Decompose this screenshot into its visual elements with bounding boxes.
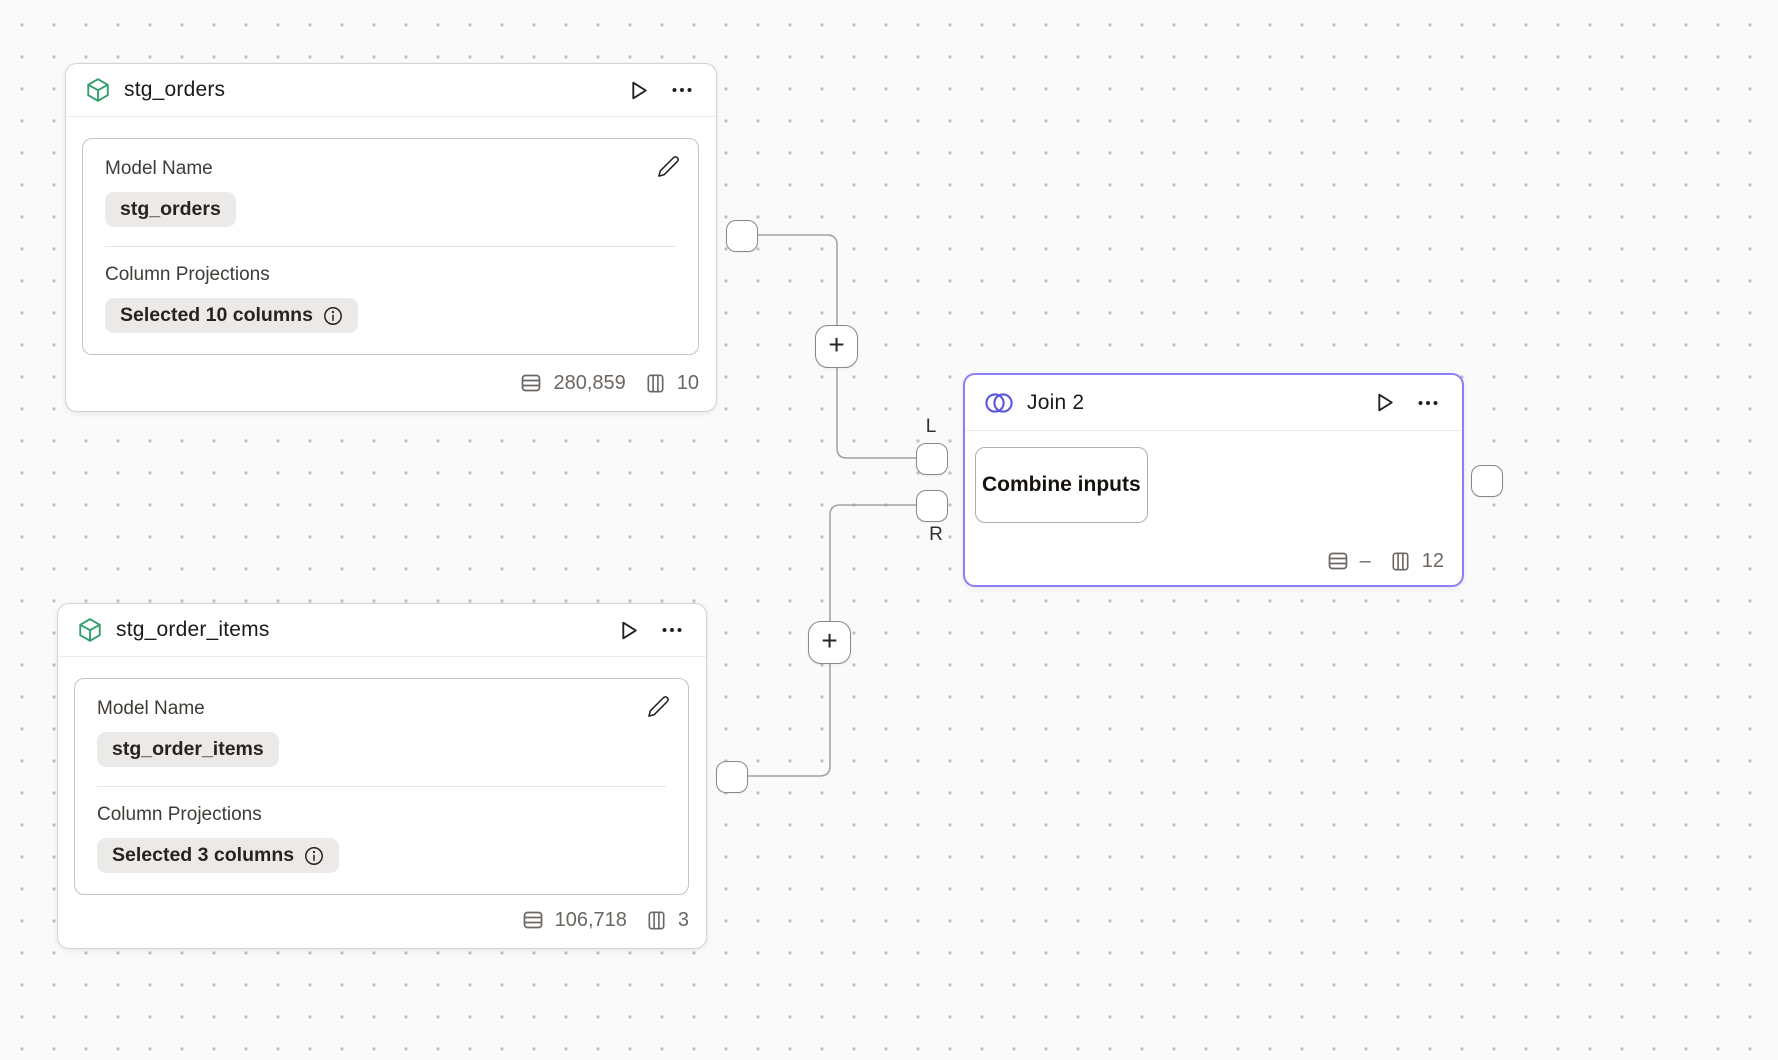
columns-icon	[1392, 552, 1409, 570]
left-port-label: L	[925, 416, 937, 437]
row-count-value: 106,718	[554, 908, 627, 931]
rows-icon	[523, 911, 542, 929]
row-count-value: –	[1359, 549, 1371, 572]
chip-text: stg_order_items	[112, 738, 264, 760]
node-stg-orders-header[interactable]: stg_orders	[66, 64, 716, 117]
edit-pencil-icon[interactable]	[654, 152, 683, 181]
node-stats-footer: 280,859 10	[66, 355, 716, 411]
column-count-stat: 10	[644, 372, 699, 395]
field-label-model-name: Model Name	[97, 698, 205, 719]
field-label-model-name: Model Name	[105, 158, 213, 179]
column-count-value: 10	[676, 371, 699, 394]
rows-icon	[522, 374, 541, 392]
row-count-value: 280,859	[553, 371, 626, 394]
node-config-card: Model Name stg_order_items Column Projec…	[74, 678, 689, 895]
model-name-chip[interactable]: stg_order_items	[97, 732, 279, 767]
columns-icon	[648, 911, 665, 929]
column-projections-chip[interactable]: Selected 3 columns	[97, 838, 340, 873]
node-stg-orders[interactable]: stg_orders Model Name stg_orders Column …	[65, 63, 717, 412]
node-menu-button[interactable]	[1413, 388, 1443, 418]
combine-inputs-button[interactable]: Combine inputs	[975, 447, 1148, 523]
add-node-on-edge-button-bottom[interactable]: +	[808, 621, 851, 664]
cube-icon	[85, 77, 111, 103]
column-count-value: 12	[1421, 549, 1444, 572]
field-label-column-projections: Column Projections	[97, 804, 262, 825]
right-port-label: R	[929, 524, 943, 545]
add-node-on-edge-button-top[interactable]: +	[815, 325, 858, 368]
node-stg-order-items-header[interactable]: stg_order_items	[58, 604, 706, 657]
node-title: Join 2	[1027, 390, 1085, 414]
card-divider	[97, 786, 666, 787]
output-port-join[interactable]	[1471, 465, 1503, 497]
join-circles-icon	[984, 392, 1014, 414]
node-title: stg_orders	[124, 78, 226, 101]
field-label-column-projections: Column Projections	[105, 264, 270, 285]
input-port-join-right[interactable]	[916, 490, 948, 522]
run-node-button[interactable]	[623, 75, 654, 106]
card-divider	[105, 246, 676, 247]
run-node-button[interactable]	[613, 615, 644, 646]
node-menu-button[interactable]	[657, 615, 687, 645]
node-menu-button[interactable]	[667, 75, 697, 105]
run-node-button[interactable]	[1369, 387, 1400, 418]
rows-icon	[1328, 552, 1347, 570]
node-join-2[interactable]: Join 2 Combine inputs –	[963, 373, 1464, 587]
edit-pencil-icon[interactable]	[644, 692, 673, 721]
column-count-stat: 12	[1389, 550, 1444, 573]
model-name-chip[interactable]: stg_orders	[105, 192, 236, 227]
node-config-card: Model Name stg_orders Column Projections…	[82, 138, 699, 355]
node-stats-footer: – 12	[965, 537, 1462, 585]
node-join-header[interactable]: Join 2	[965, 375, 1462, 431]
row-count-stat: 106,718	[521, 908, 627, 932]
output-port-stg-orders[interactable]	[726, 220, 758, 252]
cube-icon	[77, 617, 103, 643]
chip-text: Selected 3 columns	[112, 844, 295, 866]
output-port-stg-order-items[interactable]	[716, 761, 748, 793]
chip-text: stg_orders	[120, 198, 221, 220]
node-stats-footer: 106,718 3	[58, 892, 706, 948]
chip-text: Selected 10 columns	[120, 304, 313, 326]
node-stg-order-items[interactable]: stg_order_items Model Name stg_order_ite…	[57, 603, 707, 949]
columns-icon	[647, 374, 664, 392]
column-projections-chip[interactable]: Selected 10 columns	[105, 298, 358, 333]
column-count-stat: 3	[645, 909, 689, 932]
column-count-value: 3	[677, 908, 689, 931]
info-icon	[323, 306, 342, 325]
row-count-stat: –	[1326, 549, 1371, 573]
node-title: stg_order_items	[116, 618, 270, 641]
row-count-stat: 280,859	[519, 371, 626, 395]
input-port-join-left[interactable]	[916, 443, 948, 475]
info-icon	[305, 846, 324, 865]
